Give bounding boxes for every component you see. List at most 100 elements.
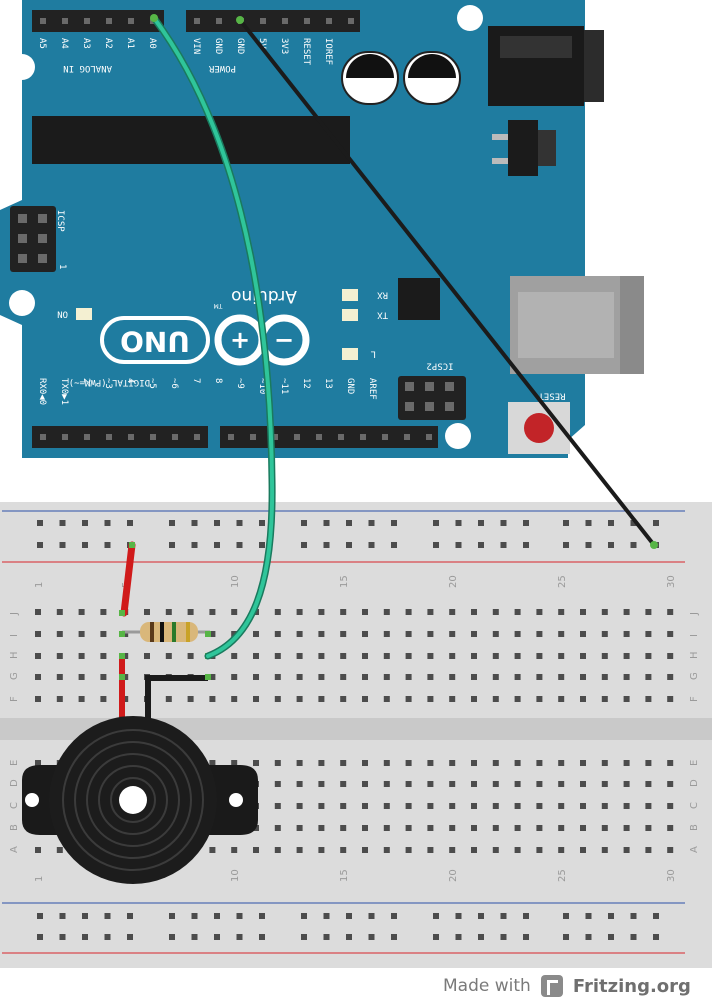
breadboard-hole: [492, 847, 499, 853]
breadboard-hole: [231, 760, 238, 766]
breadboard-hole: [35, 696, 41, 702]
rail-hole: [368, 913, 375, 919]
breadboard-hole: [296, 696, 303, 702]
header-pin: [62, 434, 68, 440]
breadboard-hole: [56, 696, 63, 702]
breadboard-hole: [35, 653, 41, 659]
breadboard-hole: [296, 803, 303, 809]
header-pin: [84, 18, 90, 24]
breadboard-hole: [536, 674, 543, 680]
connected-hole: [119, 610, 125, 616]
row-letter-left: D: [9, 779, 20, 787]
breadboard-hole: [667, 825, 674, 831]
breadboard-hole: [383, 631, 390, 637]
rail-hole: [585, 520, 592, 526]
rail-hole: [259, 520, 265, 526]
breadboard-hole: [471, 803, 477, 809]
rail-hole: [301, 520, 307, 526]
column-number-top: 30: [666, 575, 677, 588]
header-pin: [216, 18, 222, 24]
breadboard-hole: [274, 653, 281, 659]
breadboard-hole: [144, 653, 150, 659]
breadboard-hole: [165, 696, 172, 702]
breadboard-hole: [667, 696, 674, 702]
breadboard-hole: [318, 847, 325, 853]
column-number-bottom: 30: [666, 869, 677, 882]
breadboard-hole: [231, 674, 238, 680]
breadboard-hole: [78, 631, 85, 637]
breadboard-hole: [318, 803, 325, 809]
power-pin-label: GND: [235, 38, 245, 54]
rail-hole: [236, 934, 243, 940]
breadboard-hole: [209, 847, 216, 853]
rail-hole: [563, 542, 569, 548]
breadboard-hole: [471, 847, 477, 853]
rail-hole: [191, 542, 198, 548]
header-pin: [62, 18, 68, 24]
rail-hole: [169, 913, 175, 919]
rail-hole: [169, 542, 175, 548]
breadboard-hole: [405, 781, 412, 787]
analog-pin-label: A2: [103, 38, 113, 49]
analog-header: [32, 10, 164, 32]
row-letter-right: H: [689, 651, 700, 659]
mounting-hole: [457, 5, 483, 31]
rail-hole: [500, 934, 507, 940]
icsp2-pin: [425, 382, 434, 391]
breadboard-hole: [536, 760, 543, 766]
breadboard-hole: [645, 696, 652, 702]
breadboard-hole: [492, 825, 499, 831]
rail-hole: [563, 934, 569, 940]
breadboard-hole: [383, 760, 390, 766]
icsp2-label: ICSP2: [426, 361, 453, 371]
digital-pin-label: 7: [191, 378, 201, 383]
rail-hole: [585, 913, 592, 919]
breadboard-hole: [187, 609, 194, 615]
rail-hole: [37, 520, 43, 526]
power-label: POWER: [208, 63, 236, 73]
breadboard-hole: [209, 674, 216, 680]
rail-hole: [500, 542, 507, 548]
rail-hole: [127, 913, 133, 919]
ground-wire: [238, 18, 656, 547]
rail-hole: [191, 934, 198, 940]
rail-hole: [191, 520, 198, 526]
rail-hole: [37, 934, 43, 940]
row-letter-right: G: [689, 672, 700, 680]
column-number-bottom: 15: [339, 869, 350, 882]
column-number-top: 10: [230, 575, 241, 588]
breadboard-hole: [122, 631, 129, 637]
minus-glyph: −: [274, 326, 294, 354]
breadboard-hole: [449, 760, 456, 766]
breadboard-hole: [78, 653, 85, 659]
breadboard-hole: [340, 825, 347, 831]
breadboard-hole: [383, 674, 390, 680]
breadboard-hole: [296, 781, 303, 787]
breadboard-hole: [144, 609, 150, 615]
connected-hole: [119, 653, 125, 659]
breadboard-hole: [100, 631, 107, 637]
connected-hole: [129, 542, 135, 548]
breadboard-hole: [122, 653, 129, 659]
header-pin: [106, 434, 112, 440]
breadboard-hole: [536, 653, 543, 659]
breadboard-hole: [318, 609, 325, 615]
breadboard-hole: [645, 609, 652, 615]
breadboard-hole: [623, 609, 630, 615]
breadboard-hole: [35, 760, 41, 766]
rail-hole: [455, 542, 462, 548]
breadboard-hole: [449, 696, 456, 702]
breadboard-hole: [623, 696, 630, 702]
breadboard-hole: [645, 674, 652, 680]
breadboard-hole: [362, 696, 368, 702]
rail-hole: [346, 542, 352, 548]
header-pin: [128, 434, 134, 440]
icsp-pin: [38, 254, 47, 263]
rail-hole: [236, 520, 243, 526]
rail-hole: [104, 934, 111, 940]
rail-hole: [630, 520, 637, 526]
breadboard-hole: [623, 781, 630, 787]
digital-pin-label: AREF: [367, 378, 377, 400]
rail-hole: [455, 934, 462, 940]
